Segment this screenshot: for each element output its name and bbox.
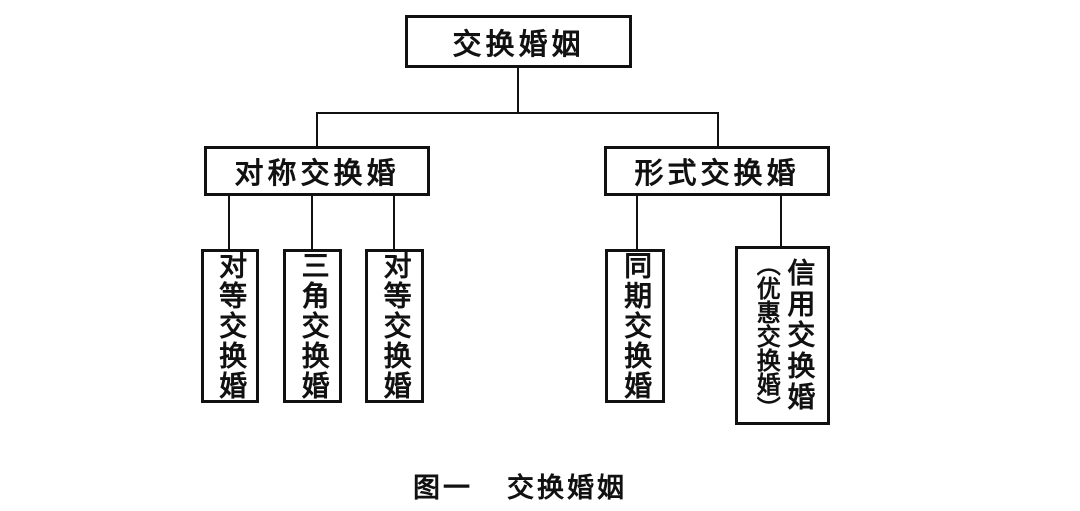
connector-drop-symmetric xyxy=(316,112,318,148)
node-equal-exchange-2: 对等交换婚 xyxy=(365,249,424,403)
node-credit-exchange-label-paren: （优惠交换婚） xyxy=(752,251,779,420)
connector-drop-triangle-exchange xyxy=(311,194,313,250)
node-exchange-marriage-root: 交换婚姻 xyxy=(405,15,632,68)
node-root-label: 交换婚姻 xyxy=(452,28,585,61)
node-formal-exchange: 形式交换婚 xyxy=(604,146,830,196)
node-credit-exchange: 信用交换婚 （优惠交换婚） xyxy=(735,246,830,425)
node-same-period-exchange: 同期交换婚 xyxy=(605,249,665,403)
figure-caption-title: 交换婚姻 xyxy=(507,473,627,503)
node-symmetric-exchange-label: 对称交换婚 xyxy=(234,158,400,190)
connector-drop-equal-exchange-1 xyxy=(228,194,230,250)
node-symmetric-exchange: 对称交换婚 xyxy=(204,146,430,196)
connector-drop-credit-exchange xyxy=(780,194,782,248)
figure-caption: 图一 交换婚姻 xyxy=(0,466,1040,505)
figure-caption-number: 图一 xyxy=(413,473,473,503)
connector-drop-equal-exchange-2 xyxy=(393,194,395,250)
connector-level2-crossbar xyxy=(316,112,719,114)
node-equal-exchange-1: 对等交换婚 xyxy=(201,249,259,403)
node-triangle-exchange-label: 三角交换婚 xyxy=(297,251,329,401)
node-credit-exchange-label-main: 信用交换婚 xyxy=(783,258,815,413)
node-equal-exchange-2-label: 对等交换婚 xyxy=(379,251,411,401)
connector-root-stem xyxy=(517,67,519,113)
connector-drop-formal xyxy=(717,112,719,148)
node-formal-exchange-label: 形式交换婚 xyxy=(634,158,800,190)
node-same-period-exchange-label: 同期交换婚 xyxy=(620,251,652,401)
node-triangle-exchange: 三角交换婚 xyxy=(283,249,342,403)
connector-drop-same-period-exchange xyxy=(636,194,638,250)
node-equal-exchange-1-label: 对等交换婚 xyxy=(215,251,247,401)
